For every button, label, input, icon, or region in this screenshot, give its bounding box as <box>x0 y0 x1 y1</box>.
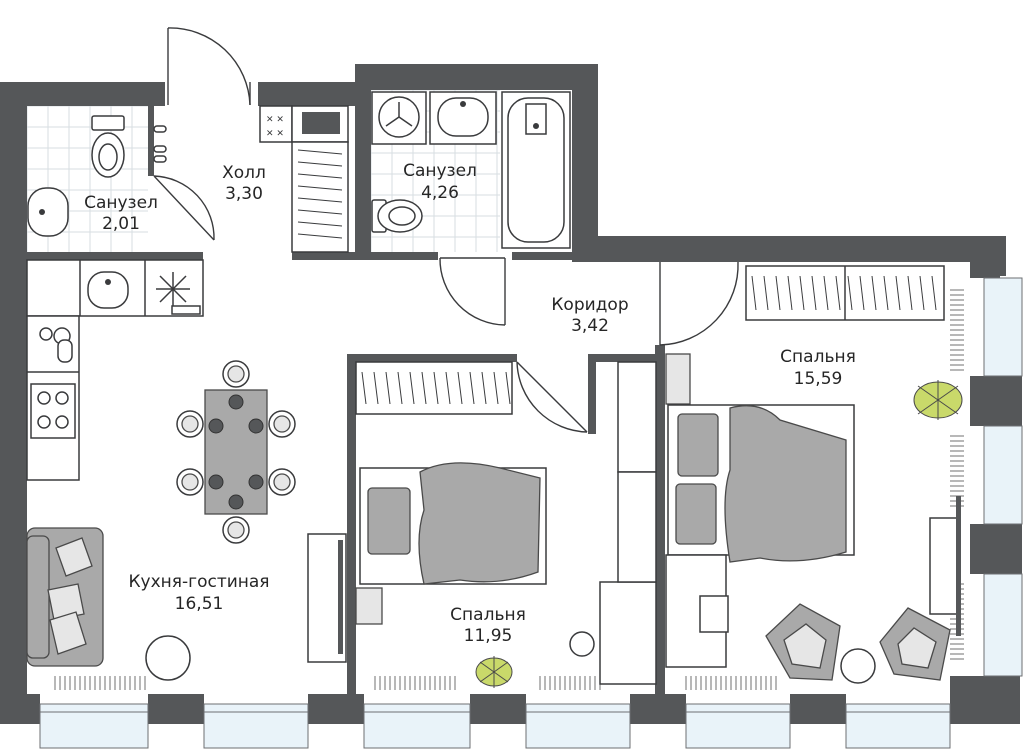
wardrobe-icon <box>745 265 945 321</box>
bed-icon <box>359 462 547 585</box>
stove-icon <box>30 383 76 439</box>
svg-text:Санузел: Санузел <box>84 193 158 213</box>
armchair-icon <box>765 603 841 681</box>
windows <box>39 277 1023 749</box>
window-icon <box>983 277 1023 377</box>
radiator-icon <box>54 289 964 690</box>
sink-icon <box>429 91 497 145</box>
window-icon <box>983 425 1023 525</box>
doors <box>153 27 739 433</box>
toilet-icon <box>91 115 125 178</box>
room-label-wc-large: Санузел 4,26 <box>403 161 477 203</box>
wardrobe-icon: ✕ ✕ ✕ ✕ <box>259 105 349 253</box>
door-icon <box>659 261 739 346</box>
svg-text:Спальня: Спальня <box>450 605 526 625</box>
room-label-corridor: Коридор 3,42 <box>551 295 628 336</box>
tv-icon <box>307 533 347 663</box>
tv-icon <box>929 496 961 636</box>
nightstand-icon <box>665 554 729 668</box>
toilet-icon <box>371 199 423 233</box>
svg-text:4,26: 4,26 <box>421 183 459 203</box>
svg-text:16,51: 16,51 <box>175 594 224 614</box>
door-icon <box>153 175 215 241</box>
window-icon <box>525 703 631 749</box>
window-icon <box>363 703 471 749</box>
kettle-icon <box>39 327 73 363</box>
door-icon <box>439 257 506 326</box>
door-icon <box>516 361 588 433</box>
svg-text:Коридор: Коридор <box>551 295 628 315</box>
towel-hooks <box>153 125 167 163</box>
window-icon <box>685 703 791 749</box>
room-label-bedroom-small: Спальня 11,95 <box>450 605 526 646</box>
window-icon <box>203 703 309 749</box>
room-label-bedroom-large: Спальня 15,59 <box>780 347 856 389</box>
door-icon <box>167 27 251 106</box>
svg-text:Кухня-гостиная: Кухня-гостиная <box>128 572 269 592</box>
fridge-icon <box>156 272 201 315</box>
window-icon <box>983 573 1023 677</box>
plant-icon <box>913 380 963 420</box>
sink-icon <box>27 187 69 237</box>
svg-text:11,95: 11,95 <box>464 626 513 646</box>
sofa-icon <box>26 527 104 667</box>
walls <box>0 64 1022 724</box>
coffee-table-icon <box>145 635 191 681</box>
room-label-hall: Холл 3,30 <box>222 163 266 204</box>
room-label-kitchen-living: Кухня-гостиная 16,51 <box>128 572 269 614</box>
nightstand-icon <box>355 587 383 625</box>
svg-text:Холл: Холл <box>222 163 266 183</box>
wardrobe-icon <box>355 361 513 415</box>
svg-text:15,59: 15,59 <box>794 369 843 389</box>
svg-text:✕ ✕: ✕ ✕ <box>266 129 284 139</box>
armchair-icon <box>879 607 951 681</box>
dining-table-icon <box>176 360 296 544</box>
plant-icon <box>475 656 513 688</box>
coffee-table-icon <box>840 648 876 684</box>
bed-icon <box>667 404 855 563</box>
svg-text:Санузел: Санузел <box>403 161 477 181</box>
room-label-wc-small: Санузел 2,01 <box>84 193 158 234</box>
desk-icon <box>569 581 657 685</box>
sink-icon <box>87 271 129 309</box>
window-icon <box>845 703 951 749</box>
svg-text:3,30: 3,30 <box>225 184 263 204</box>
washing-machine-icon <box>371 91 427 145</box>
window-icon <box>39 703 149 749</box>
svg-text:3,42: 3,42 <box>571 316 609 336</box>
svg-text:2,01: 2,01 <box>102 214 140 234</box>
svg-text:Спальня: Спальня <box>780 347 856 367</box>
wardrobe-icon <box>617 353 691 583</box>
bathtub-icon <box>501 91 571 249</box>
svg-text:✕ ✕: ✕ ✕ <box>266 115 284 125</box>
